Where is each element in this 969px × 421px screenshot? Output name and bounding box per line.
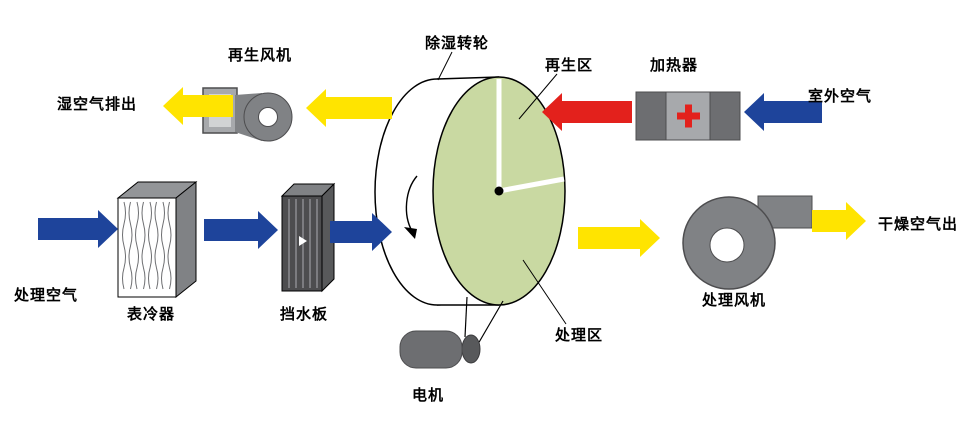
belt-line-left bbox=[464, 296, 468, 338]
wheel-to-process-fan-arrow bbox=[578, 219, 660, 257]
water-baffle bbox=[280, 182, 336, 293]
label-baffle: 挡水板 bbox=[280, 306, 329, 323]
label-cooler: 表冷器 bbox=[127, 306, 176, 323]
motor-assembly bbox=[399, 296, 504, 369]
wheel-to-regen-fan-arrow bbox=[306, 89, 392, 127]
wheel-top-edge bbox=[436, 76, 500, 80]
label-process-fan: 处理风机 bbox=[702, 292, 767, 309]
label-heater: 加热器 bbox=[650, 57, 699, 74]
heater-unit bbox=[635, 91, 741, 141]
belt-line-right bbox=[477, 300, 504, 345]
heater-right-block bbox=[709, 91, 741, 141]
cooler-to-baffle-arrow bbox=[204, 211, 278, 249]
process-air-inlet-arrow bbox=[38, 210, 118, 248]
motor-pulley bbox=[461, 334, 481, 364]
baffle-flow-marker-icon bbox=[299, 236, 307, 246]
label-regen-zone: 再生区 bbox=[545, 57, 594, 74]
label-process-zone: 处理区 bbox=[555, 327, 604, 344]
label-leader-lines bbox=[437, 51, 567, 325]
process-fan bbox=[682, 195, 813, 290]
wheel-rotation-arrowhead-icon bbox=[404, 227, 417, 239]
label-process-air: 处理空气 bbox=[14, 287, 79, 304]
dry-air-out-arrow bbox=[812, 202, 866, 240]
label-outdoor-air: 室外空气 bbox=[808, 88, 873, 105]
cooler-coil-hatching bbox=[122, 201, 172, 290]
regen-fan-hub bbox=[258, 107, 278, 127]
label-motor: 电机 bbox=[412, 387, 445, 404]
label-wet-air-out: 湿空气排出 bbox=[57, 96, 138, 113]
label-regen-fan: 再生风机 bbox=[228, 47, 293, 64]
regen-zone-leader bbox=[518, 73, 558, 120]
heater-left-block bbox=[635, 91, 667, 141]
motor-body bbox=[399, 330, 463, 369]
wheel-sector-line-right bbox=[498, 176, 565, 194]
heater-plus-icon bbox=[677, 104, 700, 128]
baffle-to-wheel-arrow bbox=[330, 213, 392, 251]
wheel-label-leader bbox=[437, 51, 453, 81]
wheel-rotation-arrow-icon bbox=[405, 175, 418, 232]
dehumidification-wheel bbox=[374, 76, 566, 306]
cooler-side-face bbox=[175, 180, 197, 299]
label-dry-air-out: 干燥空气出 bbox=[878, 216, 959, 233]
cooler-front-face bbox=[117, 197, 177, 298]
process-fan-hub bbox=[709, 227, 745, 263]
label-wheel: 除湿转轮 bbox=[425, 35, 490, 52]
wet-air-exhaust-arrow bbox=[163, 87, 233, 125]
flow-arrows bbox=[38, 87, 866, 257]
outdoor-air-inlet-arrow bbox=[744, 93, 822, 131]
surface-cooler bbox=[116, 180, 198, 299]
process-zone-leader bbox=[522, 259, 567, 325]
wheel-axle-dot bbox=[494, 186, 504, 196]
heater-to-wheel-arrow bbox=[542, 93, 632, 131]
